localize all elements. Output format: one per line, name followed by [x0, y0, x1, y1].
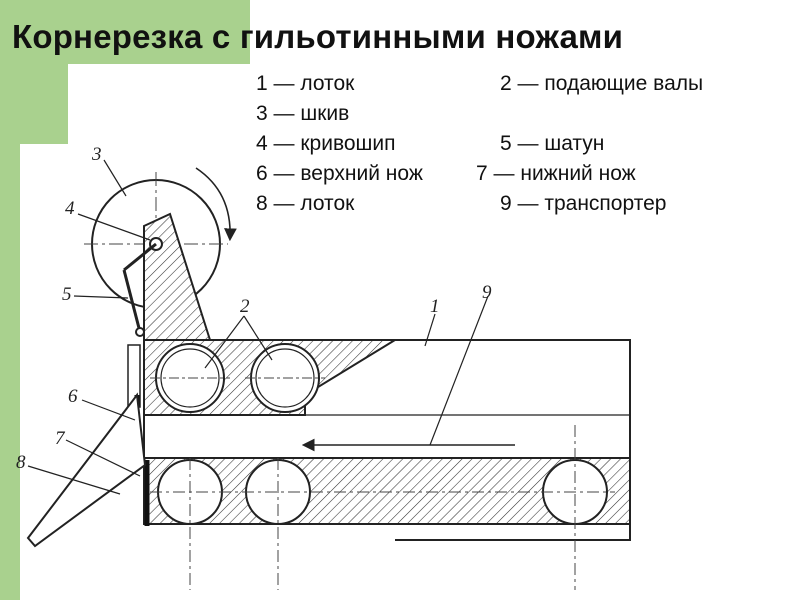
legend-item-5: 5 — шатун	[500, 132, 605, 155]
accent-bar-left	[0, 0, 20, 600]
callout-9: 9	[482, 282, 492, 303]
feed-rollers	[150, 343, 325, 413]
legend-item-6: 6 — верхний нож	[256, 162, 423, 185]
callout-3: 3	[91, 144, 102, 165]
callout-7: 7	[55, 428, 66, 449]
callout-6: 6	[68, 386, 78, 407]
legend-item-9: 9 — транспортер	[500, 192, 667, 215]
legend-item-1: 1 — лоток	[256, 72, 355, 95]
legend-item-3: 3 — шкив	[256, 102, 350, 125]
legend-item-8: 8 — лоток	[256, 192, 355, 215]
callout-5: 5	[62, 284, 72, 305]
callout-1: 1	[430, 296, 440, 317]
legend-item-7: 7 — нижний нож	[476, 162, 636, 185]
callout-4: 4	[65, 198, 75, 219]
page-title: Корнерезка с гильотинными ножами	[12, 18, 624, 55]
chute	[26, 392, 147, 548]
crank-mechanism	[122, 237, 163, 408]
callout-8: 8	[16, 452, 26, 473]
legend-item-4: 4 — кривошип	[256, 132, 396, 155]
leader-lines	[27, 159, 489, 495]
legend-item-2: 2 — подающие валы	[500, 72, 704, 95]
accent-bar-top	[0, 0, 250, 64]
callout-2: 2	[240, 296, 250, 317]
accent-bar-corner	[20, 64, 68, 144]
conveyor	[143, 425, 631, 590]
